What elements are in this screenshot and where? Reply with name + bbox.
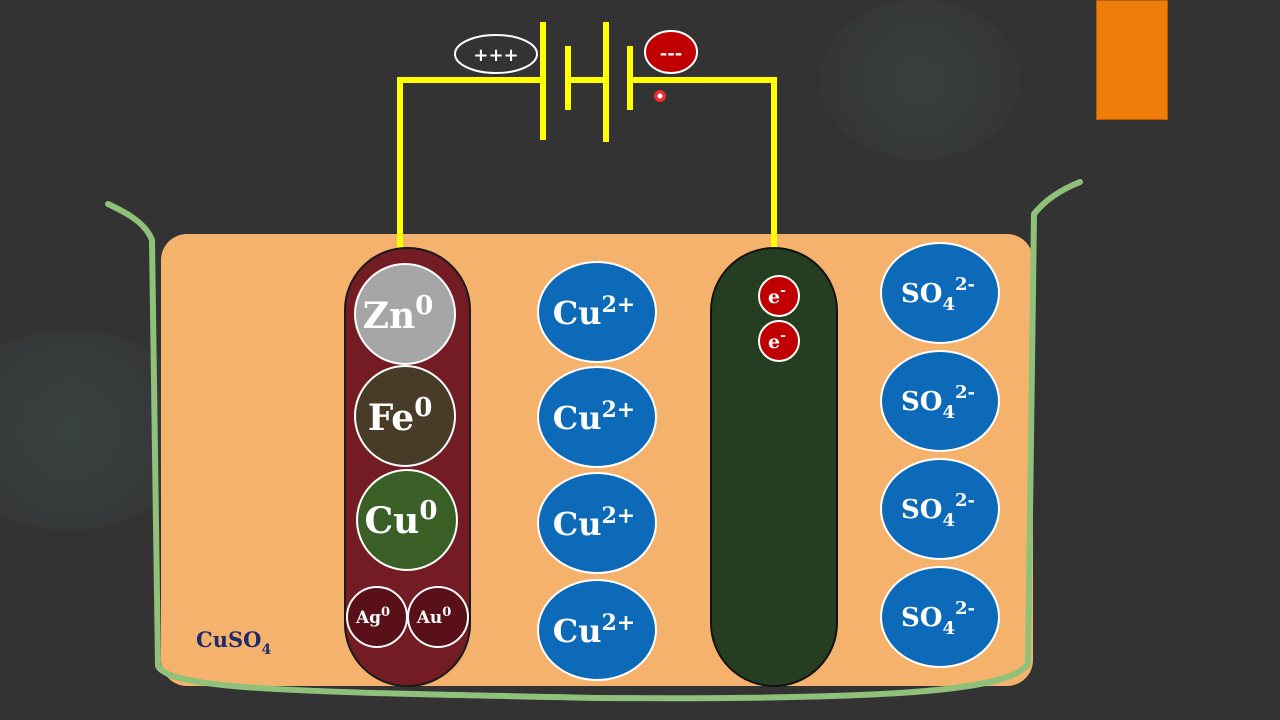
solution-label: CuSO4 — [196, 627, 271, 658]
anode-atom-au: Au0 — [407, 586, 469, 648]
circuit-wires — [397, 77, 777, 250]
svg-text:Cu2+: Cu2+ — [553, 610, 635, 650]
accent-rectangle — [1096, 0, 1168, 120]
electron: e- — [758, 320, 800, 362]
svg-text:SO42-: SO42- — [901, 598, 975, 639]
anode-atom-cu: Cu0 — [356, 469, 458, 571]
anode-electrode — [344, 247, 471, 687]
anion-sulfate: SO42- — [880, 458, 1000, 560]
battery — [540, 22, 633, 142]
svg-text:Cu2+: Cu2+ — [553, 397, 635, 437]
positive-terminal: +++ — [454, 34, 538, 74]
anode-atom-ag: Ag0 — [346, 586, 408, 648]
svg-text:Zn0: Zn0 — [363, 291, 434, 337]
svg-text:Ag0: Ag0 — [355, 605, 390, 628]
electron: e- — [758, 275, 800, 317]
svg-text:Cu0: Cu0 — [365, 496, 438, 542]
svg-text:e-: e- — [768, 328, 786, 353]
positive-label: +++ — [473, 45, 518, 66]
negative-terminal: --- — [644, 30, 698, 74]
negative-label: --- — [660, 43, 682, 64]
svg-text:e-: e- — [768, 283, 786, 308]
svg-text:SO42-: SO42- — [901, 274, 975, 315]
svg-text:SO42-: SO42- — [901, 490, 975, 531]
svg-text:Cu2+: Cu2+ — [553, 292, 635, 332]
svg-text:SO42-: SO42- — [901, 382, 975, 423]
pointer-dot — [654, 90, 666, 102]
svg-text:Au0: Au0 — [416, 605, 452, 628]
cation-cu2plus: Cu2+ — [537, 579, 657, 681]
cation-cu2plus: Cu2+ — [537, 472, 657, 574]
cation-cu2plus: Cu2+ — [537, 366, 657, 468]
anode-atom-fe: Fe0 — [354, 365, 456, 467]
anion-sulfate: SO42- — [880, 350, 1000, 452]
svg-text:Fe0: Fe0 — [368, 393, 433, 439]
svg-text:Cu2+: Cu2+ — [553, 503, 635, 543]
beaker-outline — [105, 179, 1083, 702]
anode-atom-zn: Zn0 — [354, 263, 456, 365]
background-glow — [820, 0, 1020, 160]
anion-sulfate: SO42- — [880, 566, 1000, 668]
cathode-electrode — [710, 247, 838, 687]
cation-cu2plus: Cu2+ — [537, 261, 657, 363]
anion-sulfate: SO42- — [880, 242, 1000, 344]
